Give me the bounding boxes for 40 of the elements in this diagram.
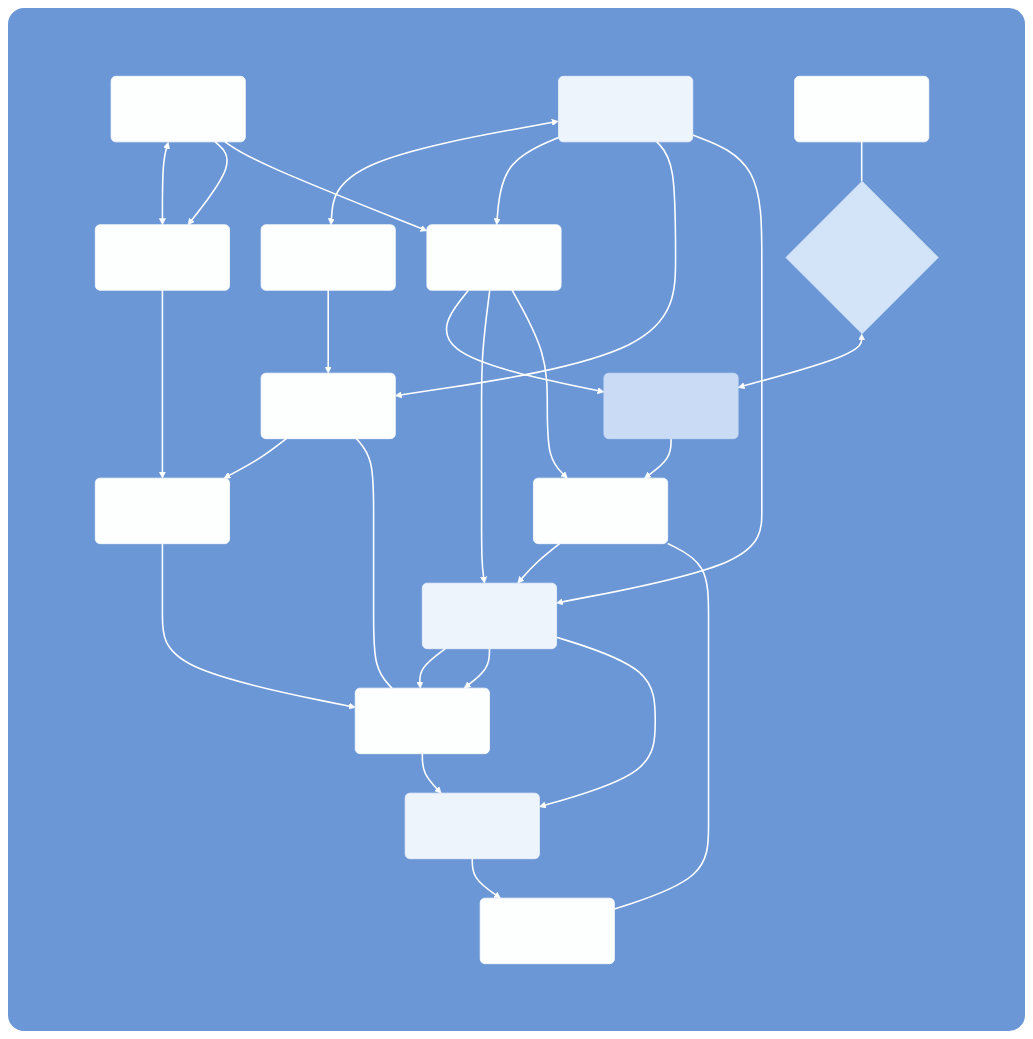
arrow bbox=[223, 437, 287, 478]
arrow bbox=[161, 542, 356, 710]
arrow bbox=[394, 140, 677, 398]
node-box bbox=[426, 223, 562, 291]
arrow bbox=[511, 288, 568, 478]
arrow bbox=[493, 136, 559, 225]
arrow bbox=[445, 288, 604, 394]
node-box bbox=[94, 477, 230, 544]
node-box bbox=[532, 477, 668, 544]
node-box bbox=[110, 75, 246, 142]
arrow bbox=[538, 635, 656, 808]
arrow bbox=[158, 288, 166, 478]
node-box bbox=[479, 897, 615, 964]
arrow bbox=[158, 141, 170, 225]
arrow bbox=[187, 140, 228, 225]
node-box bbox=[603, 372, 739, 439]
connector bbox=[860, 140, 863, 182]
arrow bbox=[223, 140, 427, 232]
arrow bbox=[479, 288, 491, 583]
arrow bbox=[517, 542, 561, 583]
arrow bbox=[471, 857, 501, 898]
arrow bbox=[643, 437, 672, 478]
connector bbox=[613, 542, 709, 910]
arrow bbox=[463, 647, 490, 688]
connector bbox=[355, 437, 393, 689]
node-diamond bbox=[785, 180, 939, 334]
node-box bbox=[94, 223, 230, 291]
arrow bbox=[416, 647, 446, 688]
arrow bbox=[737, 333, 865, 389]
arrow bbox=[327, 118, 559, 225]
node-box bbox=[793, 75, 929, 142]
arrow bbox=[421, 752, 442, 793]
arrow bbox=[555, 133, 763, 605]
node-box bbox=[260, 223, 396, 291]
arrow bbox=[324, 288, 332, 373]
node-box bbox=[260, 372, 396, 439]
node-box bbox=[404, 792, 540, 859]
node-box bbox=[354, 687, 490, 754]
node-box bbox=[421, 582, 557, 649]
node-box bbox=[557, 75, 693, 142]
